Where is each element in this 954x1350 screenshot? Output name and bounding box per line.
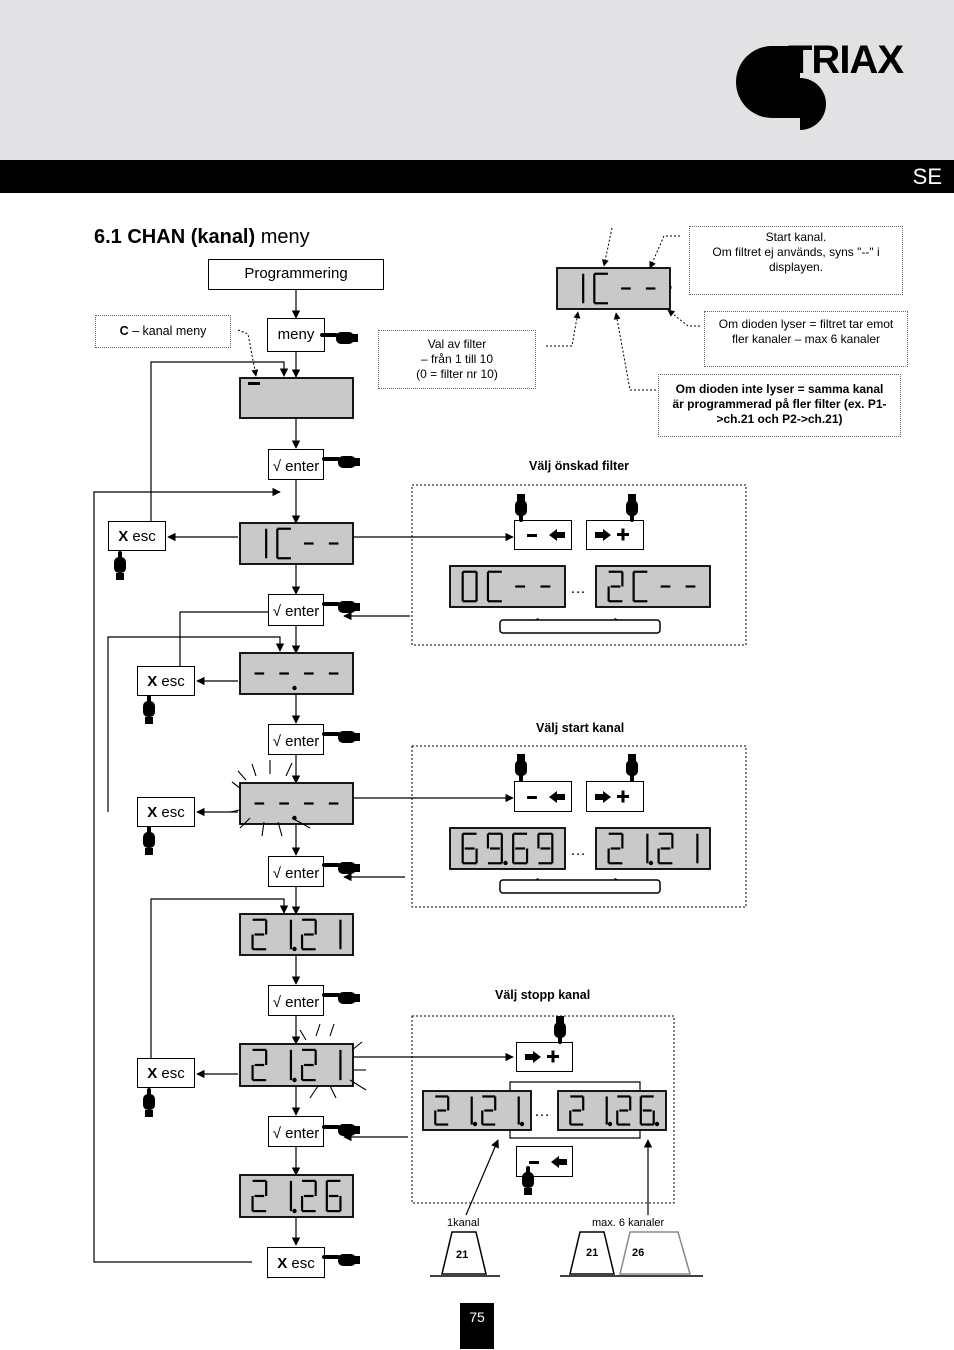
enter-button-3[interactable]: √ enter xyxy=(268,724,324,755)
lcd-dot xyxy=(654,1121,660,1127)
lcd-start-21 xyxy=(595,827,711,870)
ellipsis-1: … xyxy=(570,580,586,597)
lcd-dot xyxy=(292,946,297,952)
enter-button-2[interactable]: √ enter xyxy=(268,594,324,626)
enter-button-5[interactable]: √ enter xyxy=(268,985,324,1016)
lcd-filter-0 xyxy=(449,565,566,608)
esc-x: X xyxy=(277,1255,288,1272)
lcd-dot xyxy=(648,860,654,866)
page-number: 75 xyxy=(460,1303,494,1349)
lcd-stop-26 xyxy=(557,1090,667,1131)
lcd-stop-21 xyxy=(422,1090,532,1131)
esc-x: X xyxy=(147,804,158,821)
diode-off-note: Om dioden inte lyser = samma kanal är pr… xyxy=(658,374,901,437)
esc-button-3[interactable]: X esc xyxy=(137,797,195,827)
right-arrow-plus-icon xyxy=(595,528,629,541)
title-bold: 6.1 CHAN (kanal) xyxy=(94,226,256,248)
lcd-top xyxy=(556,267,671,310)
esc-x: X xyxy=(147,1065,158,1082)
tray-channel-b: 21 xyxy=(586,1247,599,1259)
lcd-start-69 xyxy=(449,827,566,870)
lcd-final xyxy=(239,1174,354,1218)
lcd-dot xyxy=(292,685,297,691)
esc-label: esc xyxy=(157,1065,185,1082)
lcd-filter xyxy=(239,522,354,565)
lcd-dot xyxy=(503,860,508,866)
right-arrow-plus-icon xyxy=(595,790,629,803)
lcd-dot xyxy=(472,1121,478,1127)
one-channel-label: 1kanal xyxy=(447,1217,480,1229)
c-note-bold: C xyxy=(119,324,129,338)
ellipsis-3: … xyxy=(534,1103,550,1120)
ellipsis-2: … xyxy=(570,842,586,859)
enter-button-1[interactable]: √ enter xyxy=(268,449,324,480)
minus-left-arrow-icon xyxy=(527,791,565,803)
esc-button-1[interactable]: X esc xyxy=(108,521,166,551)
esc-button-4[interactable]: X esc xyxy=(137,1058,195,1088)
lcd-dot xyxy=(292,1077,297,1083)
stop-panel-title: Välj stopp kanal xyxy=(495,988,591,1002)
esc-label: esc xyxy=(287,1255,315,1272)
esc-label: esc xyxy=(157,804,185,821)
meny-button[interactable]: meny xyxy=(267,318,325,352)
lcd-stop-blink xyxy=(239,1043,354,1087)
plus-button-stop[interactable] xyxy=(516,1042,573,1072)
esc-x: X xyxy=(147,673,158,690)
lcd-dashes-blink xyxy=(239,782,354,825)
brand-logo-text: TRIAX xyxy=(788,38,904,82)
c-note-rest: – kanal meny xyxy=(128,324,207,338)
lcd-dashes-1 xyxy=(239,652,354,695)
plus-button-filter[interactable] xyxy=(586,520,644,550)
enter-button-6[interactable]: √ enter xyxy=(268,1116,324,1147)
minus-left-arrow-icon xyxy=(527,529,565,541)
start-panel-title: Välj start kanal xyxy=(536,721,625,735)
lcd-displays xyxy=(239,267,711,1218)
esc-x: X xyxy=(118,528,129,545)
minus-button-stop[interactable] xyxy=(516,1146,573,1177)
esc-label: esc xyxy=(157,673,185,690)
lcd-dot xyxy=(292,1208,297,1214)
cursor-bar xyxy=(248,382,260,385)
c-note: C – kanal meny xyxy=(95,315,231,348)
tray-channel-a: 21 xyxy=(456,1249,469,1261)
enter-button-4[interactable]: √ enter xyxy=(268,856,324,887)
programmering-box: Programmering xyxy=(208,259,384,290)
section-bar xyxy=(0,160,954,193)
tray-channel-c: 26 xyxy=(632,1247,645,1259)
lcd-filter-2 xyxy=(595,565,711,608)
page-title: 6.1 CHAN (kanal) meny xyxy=(94,226,310,249)
blink-rays xyxy=(229,760,367,1099)
title-rest: meny xyxy=(255,226,310,248)
diode-on-note: Om dioden lyser = filtret tar emot fler … xyxy=(704,311,908,367)
channel-trays xyxy=(430,1231,703,1277)
esc-label: esc xyxy=(128,528,156,545)
language-code: SE xyxy=(912,164,942,189)
esc-button-2[interactable]: X esc xyxy=(137,666,195,696)
minus-left-arrow-icon xyxy=(529,1156,567,1168)
filter-panel-title: Välj önskad filter xyxy=(529,459,630,473)
plus-button-start[interactable] xyxy=(586,781,644,812)
lcd-start xyxy=(239,913,354,956)
lcd-dot xyxy=(607,1121,613,1127)
minus-button-filter[interactable] xyxy=(514,520,572,550)
filter-select-note: Val av filter – från 1 till 10 (0 = filt… xyxy=(378,330,536,389)
lcd-dot xyxy=(519,1121,525,1127)
right-arrow-plus-icon xyxy=(525,1050,559,1063)
esc-button-5[interactable]: X esc xyxy=(267,1247,325,1278)
brand-logo-mark xyxy=(736,46,826,130)
max-channels-label: max. 6 kanaler xyxy=(592,1217,665,1229)
minus-button-start[interactable] xyxy=(514,781,572,812)
start-channel-note: Start kanal. Om filtret ej används, syns… xyxy=(689,226,903,295)
